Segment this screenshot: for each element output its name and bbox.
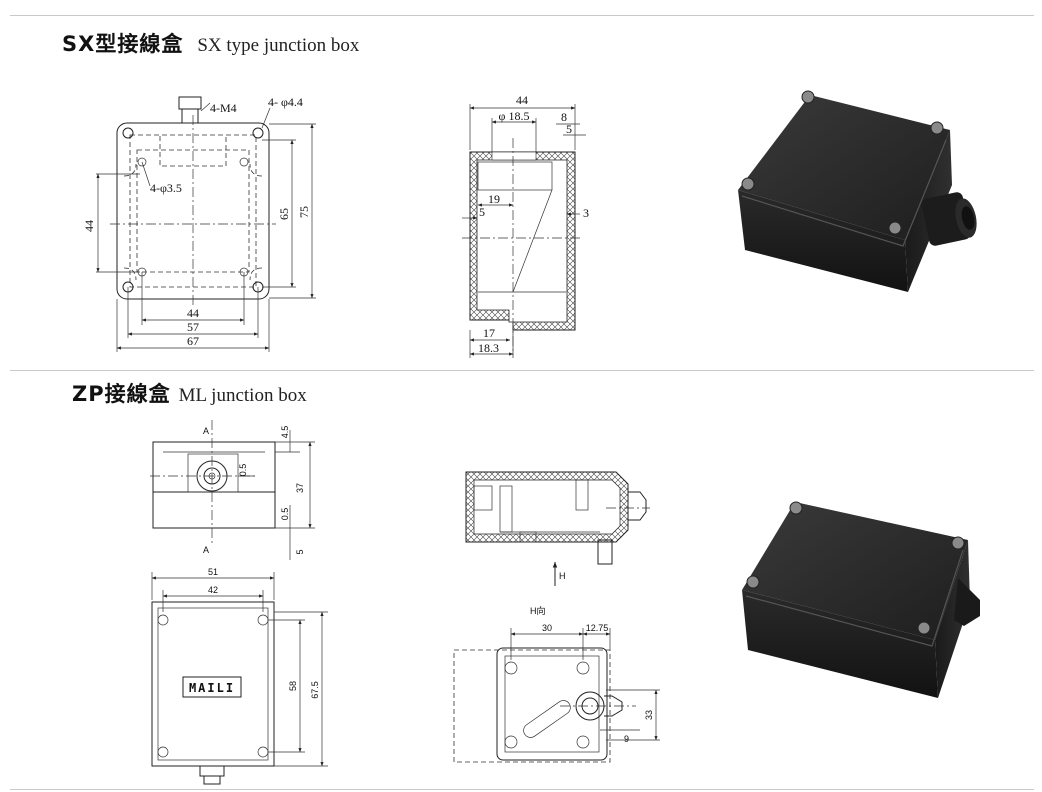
zp-top-dim-51: 51 — [208, 567, 218, 577]
section-title-sx: SX型接線盒 SX type junction box — [62, 28, 359, 58]
sx-section-dim-19: 19 — [488, 192, 500, 206]
section-title-zp-cn: ZP接線盒 — [72, 382, 171, 406]
zp-nameplate — [182, 676, 242, 698]
zp-h-dim-9: 9 — [624, 734, 629, 744]
sx-section-dim-44: 44 — [516, 93, 528, 107]
zp-section-arrow-h: H — [559, 571, 566, 581]
sx-front-dim-width-57: 57 — [187, 320, 199, 334]
zp-side-dim-4-5: 4.5 — [280, 426, 290, 439]
zp-section-view: H — [465, 471, 650, 586]
sx-front-dim-height-44: 44 — [82, 220, 96, 232]
middle-rule — [10, 370, 1034, 371]
zp-top-dim-58: 58 — [288, 681, 298, 691]
zp-side-mark-a-top: A — [203, 426, 209, 436]
sx-front-view: 4-M4 4- φ4.4 4-φ3.5 44 65 75 44 57 67 — [82, 95, 316, 352]
zp-h-view: H向 30 12.75 33 9 — [453, 605, 660, 763]
sx-box-photo — [738, 90, 977, 292]
sx-section-dim-18-3: 18.3 — [478, 341, 499, 355]
sx-section-dim-8: 8 — [561, 110, 567, 124]
sx-front-label-hole-outer: 4- φ4.4 — [268, 95, 303, 109]
zp-h-view-title: H向 — [530, 605, 546, 616]
sx-front-dim-width-67: 67 — [187, 334, 199, 348]
sx-front-dim-height-65: 65 — [277, 208, 291, 220]
zp-top-dim-67-5: 67.5 — [310, 681, 320, 699]
top-rule — [10, 15, 1034, 16]
section-title-sx-cn: SX型接線盒 — [62, 32, 184, 56]
sx-section-dim-wall-left: 5 — [479, 205, 485, 219]
sx-section-view: 44 φ 18.5 8 5 19 5 3 17 18.3 — [462, 93, 589, 358]
zp-side-dim-37: 37 — [295, 483, 305, 493]
zp-h-dim-12-75: 12.75 — [586, 623, 609, 633]
zp-side-dim-0-5-top: 0.5 — [238, 464, 248, 477]
sx-front-label-hole-inner: 4-φ3.5 — [150, 181, 182, 195]
zp-side-dim-0-5-bottom: 0.5 — [280, 508, 290, 521]
zp-side-mark-a-bottom: A — [203, 545, 209, 555]
sx-section-dim-wall-right: 3 — [583, 206, 589, 220]
section-title-sx-en: SX type junction box — [197, 35, 360, 56]
zp-top-dim-42: 42 — [208, 585, 218, 595]
sx-front-label-bolt: 4-M4 — [210, 101, 237, 115]
section-title-zp: ZP接線盒 ML junction box — [72, 378, 307, 408]
zp-h-dim-33: 33 — [644, 710, 654, 720]
zp-side-view: 4.5 0.5 37 0.5 5 A A — [150, 420, 315, 560]
sx-section-dim-5: 5 — [566, 122, 572, 136]
sx-section-dim-17: 17 — [483, 326, 495, 340]
zp-box-photo — [742, 501, 980, 698]
sx-front-dim-height-75: 75 — [297, 206, 311, 218]
zp-top-view: MAILI 51 42 58 67.5 — [151, 567, 328, 785]
section-title-zp-en: ML junction box — [178, 385, 307, 406]
sx-front-dim-width-44: 44 — [187, 306, 199, 320]
zp-side-dim-5: 5 — [295, 549, 305, 554]
bottom-rule — [10, 789, 1034, 790]
zp-h-dim-30: 30 — [542, 623, 552, 633]
zp-nameplate-text: MAILI — [189, 681, 235, 695]
sx-section-dim-bore: φ 18.5 — [499, 109, 530, 123]
